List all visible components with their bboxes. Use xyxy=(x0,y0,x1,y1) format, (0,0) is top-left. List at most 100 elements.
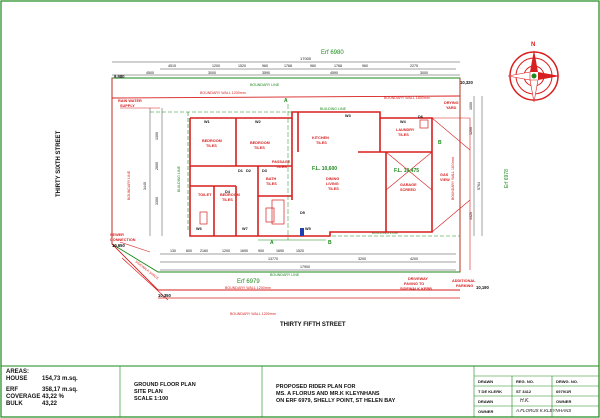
marker-w4: W4 xyxy=(400,120,407,124)
room-bedroom3-sub: TILES xyxy=(222,198,233,202)
room-laundry-sub: TILES xyxy=(398,133,409,137)
wall-label-lower: BOUNDARY WALL 1200mm xyxy=(230,312,276,316)
rain-water-label: RAIN WATER xyxy=(118,99,142,103)
tb-signature-1: H.K. xyxy=(520,398,530,404)
dim-top-8: 960 xyxy=(362,64,368,68)
dim-bot2-2: 3200 xyxy=(358,257,366,261)
dim-bot2-3: 4200 xyxy=(410,257,418,261)
boundary-wall-left-bottom xyxy=(111,78,460,291)
tb-reg-value: ST 3412 xyxy=(516,389,532,394)
areas-erf-value: 358,17 m.sq. xyxy=(42,387,78,393)
room-living: LIVING xyxy=(326,182,339,186)
room-passage: PASSAGE xyxy=(272,160,291,164)
room-garage-sub: SCREED xyxy=(400,188,416,192)
blue-meter xyxy=(300,228,304,236)
marker-d4: D4 xyxy=(225,190,231,194)
driveway-sub: PAVING TO xyxy=(404,282,424,286)
building-label-top: BUILDING LINE xyxy=(320,107,347,111)
erf-bottom-label: Erf 6979 xyxy=(237,279,260,285)
tb-owner2-label: OWNER xyxy=(478,409,494,414)
drying-yard: DRYING xyxy=(444,101,459,105)
areas-house-label: HOUSE xyxy=(6,376,28,382)
wall-label-top: BOUNDARY WALL 1200mm xyxy=(200,91,246,95)
project-title-3: ON ERF 6979, SHELLY POINT, ST HELEN BAY xyxy=(276,398,396,404)
plan-title-2: SITE PLAN xyxy=(134,389,163,395)
floor-level-garage: F.L. 10,475 xyxy=(394,168,419,174)
section-b-top: B xyxy=(438,140,442,146)
dim-top-2: 1200 xyxy=(212,64,220,68)
tb-signature-2: A.FLORUS K.KLEYNHANS xyxy=(516,408,572,413)
room-dining: DINING xyxy=(326,177,339,181)
coord-bottom-right: 10,190 xyxy=(476,285,489,290)
dim-bot-2: 600 xyxy=(186,249,192,253)
garage-roof-lines xyxy=(385,117,471,270)
building-label-bottom: BUILDING LINE xyxy=(372,231,399,235)
room-laundry: LAUNDRY xyxy=(396,128,415,132)
dim-top-1: 4515 xyxy=(168,64,176,68)
sewer-label: SEWER xyxy=(110,233,124,237)
dim-bot-1: 130 xyxy=(170,249,176,253)
room-bath: BATH xyxy=(266,177,277,181)
rain-water-sub: SUPPLY xyxy=(120,104,135,108)
room-bath-sub: TILES xyxy=(266,182,277,186)
plan-title-3: SCALE 1:100 xyxy=(134,396,169,402)
dim-bot-overall: 17900 xyxy=(300,265,310,269)
marker-w6: W6 xyxy=(196,227,202,231)
marker-w7: W7 xyxy=(242,227,248,231)
dim-left-4: 3440 xyxy=(143,182,147,190)
section-a-top: A xyxy=(284,98,288,104)
room-kitchen: KITCHEN xyxy=(312,136,329,140)
boundary-label-left: BOUNDARY LINE xyxy=(127,170,131,200)
dim-overall: 17000 xyxy=(300,56,312,61)
areas-erf-label: ERF xyxy=(6,387,18,393)
coord-top-right: 10,320 xyxy=(460,80,473,85)
sewer-leader xyxy=(119,241,151,253)
boundary-wall-top xyxy=(111,95,461,99)
dim-right-4: 4320 xyxy=(469,212,473,220)
dim-top-5: 1768 xyxy=(284,64,292,68)
dim-top-6: 960 xyxy=(310,64,316,68)
dim-top-4: 960 xyxy=(262,64,268,68)
dim-left-1: 1300 xyxy=(155,132,159,140)
areas-bulk-value: 43,22 xyxy=(42,401,58,407)
room-passage-sub: TILES xyxy=(276,165,287,169)
driveway-label: DRIVEWAY xyxy=(408,277,428,281)
room-toilet: TOILET xyxy=(198,193,212,197)
marker-w5: W5 xyxy=(305,227,311,231)
north-compass xyxy=(507,50,560,103)
building-label-left: BUILDING LINE xyxy=(177,165,181,192)
floor-level-living: F.L. 10,600 xyxy=(312,166,337,172)
bath-fixture xyxy=(265,207,275,223)
title-block-grid xyxy=(119,366,599,417)
toilet-fixture xyxy=(199,211,208,225)
drying-yard-sub: YARD xyxy=(446,106,457,110)
section-a-bottom: A xyxy=(270,240,274,246)
dim-left-3: 3300 xyxy=(155,197,159,205)
dim-bot-6: 900 xyxy=(258,249,264,253)
room-bedroom2-sub: TILES xyxy=(254,146,265,150)
street-left-label: THIRTY SIXTH STREET xyxy=(56,130,62,197)
room-bedroom1-sub: TILES xyxy=(206,144,217,148)
areas-bulk-label: BULK xyxy=(6,401,23,407)
dim-bot-4: 1200 xyxy=(222,249,230,253)
coord-top-left: 9,980 xyxy=(114,74,125,79)
plan-title-1: GROUND FLOOR PLAN xyxy=(134,382,196,388)
sewer-sub: CONNECTION xyxy=(110,238,136,242)
erf-top-label: Erf 6980 xyxy=(321,50,344,56)
site-boundary-line xyxy=(111,77,461,273)
tb-owner-label: OWNER xyxy=(556,399,572,404)
dim-top2-5: 3000 xyxy=(420,71,428,75)
areas-heading: AREAS: xyxy=(6,369,30,375)
tb-dwg-value: 6979/1R xyxy=(556,389,572,394)
dim-top-7: 1768 xyxy=(334,64,342,68)
coord-bottom-left2: 10,350 xyxy=(158,293,171,298)
coord-bottom-left: 10,650 xyxy=(112,243,125,248)
boundary-wall-corner xyxy=(121,257,169,301)
wall-label-right: BOUNDARY WALL 1800mm xyxy=(451,157,455,200)
tb-reg-label: REG. NO. xyxy=(516,379,535,384)
dim-bot-5: 1690 xyxy=(240,249,248,253)
street-bottom-label: THIRTY FIFTH STREET xyxy=(280,322,346,328)
dim-bot-8: 1520 xyxy=(296,249,304,253)
